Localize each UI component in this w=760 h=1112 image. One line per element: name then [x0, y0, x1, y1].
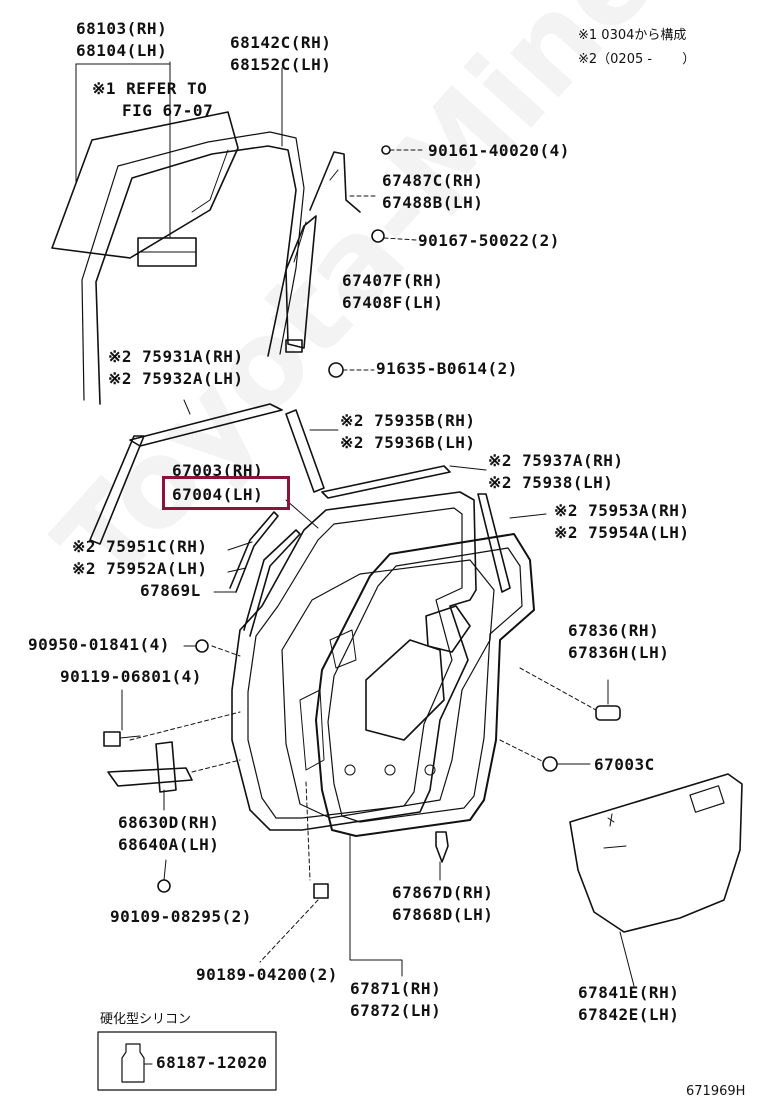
door-glass: [51, 111, 239, 259]
pillar-garnish: [285, 409, 325, 493]
door-inner-panel: [281, 559, 495, 819]
service-hole-small: [425, 605, 471, 653]
sealant-box: [97, 1031, 277, 1091]
sealant-title: 硬化型シリコン: [100, 1012, 192, 1027]
part-label-90109[interactable]: 90109-08295(2): [110, 907, 252, 926]
screw-90167: [371, 229, 385, 243]
bolt-91635: [328, 362, 344, 378]
door-weatherstrip: [315, 533, 535, 837]
clip-67867: [435, 831, 449, 863]
refer-line-1[interactable]: ※1 REFER TO: [92, 79, 208, 98]
outer-strip: [89, 435, 145, 545]
clip-67003c: [542, 756, 558, 772]
part-label-91635[interactable]: 91635-B0614(2): [376, 359, 518, 378]
division-bar-bracket: [285, 339, 303, 353]
door-shell: [231, 491, 477, 831]
clip-90950: [195, 639, 209, 653]
glass-run: [95, 145, 297, 405]
center-sash-cover: [309, 151, 361, 213]
part-highlight-box: [162, 476, 290, 510]
part-label-90950[interactable]: 90950-01841(4): [28, 635, 170, 654]
clip-90161: [381, 145, 391, 155]
rear-strip: [477, 493, 511, 593]
part-label-90167[interactable]: 90167-50022(2): [418, 231, 560, 250]
door-check: [107, 767, 193, 787]
highlighted-part-67004: 67004(LH): [172, 485, 264, 504]
hole-plug: [595, 705, 621, 721]
part-label-90161[interactable]: 90161-40020(4): [428, 141, 570, 160]
part-label-68187[interactable]: 68187-12020: [156, 1053, 268, 1072]
belt-moulding: [129, 403, 283, 447]
bolt-90119: [103, 731, 121, 747]
service-hole-large: [365, 639, 445, 741]
note-2: ※2（0205 - ）: [578, 52, 696, 67]
sealant-tube: [121, 1043, 145, 1083]
upper-moulding: [321, 465, 451, 499]
figure-id: 671969H: [686, 1084, 746, 1099]
bolt-90109: [157, 879, 171, 893]
service-hole-cover: [569, 773, 743, 933]
part-label-90189[interactable]: 90189-04200(2): [196, 965, 338, 984]
division-bar: [285, 215, 317, 349]
part-label-90119[interactable]: 90119-06801(4): [60, 667, 202, 686]
refer-line-2[interactable]: FIG 67-07: [122, 101, 214, 120]
note-1: ※1 0304から構成: [578, 28, 687, 43]
part-label-67003c[interactable]: 67003C: [594, 755, 655, 774]
clip-90189: [313, 883, 329, 899]
